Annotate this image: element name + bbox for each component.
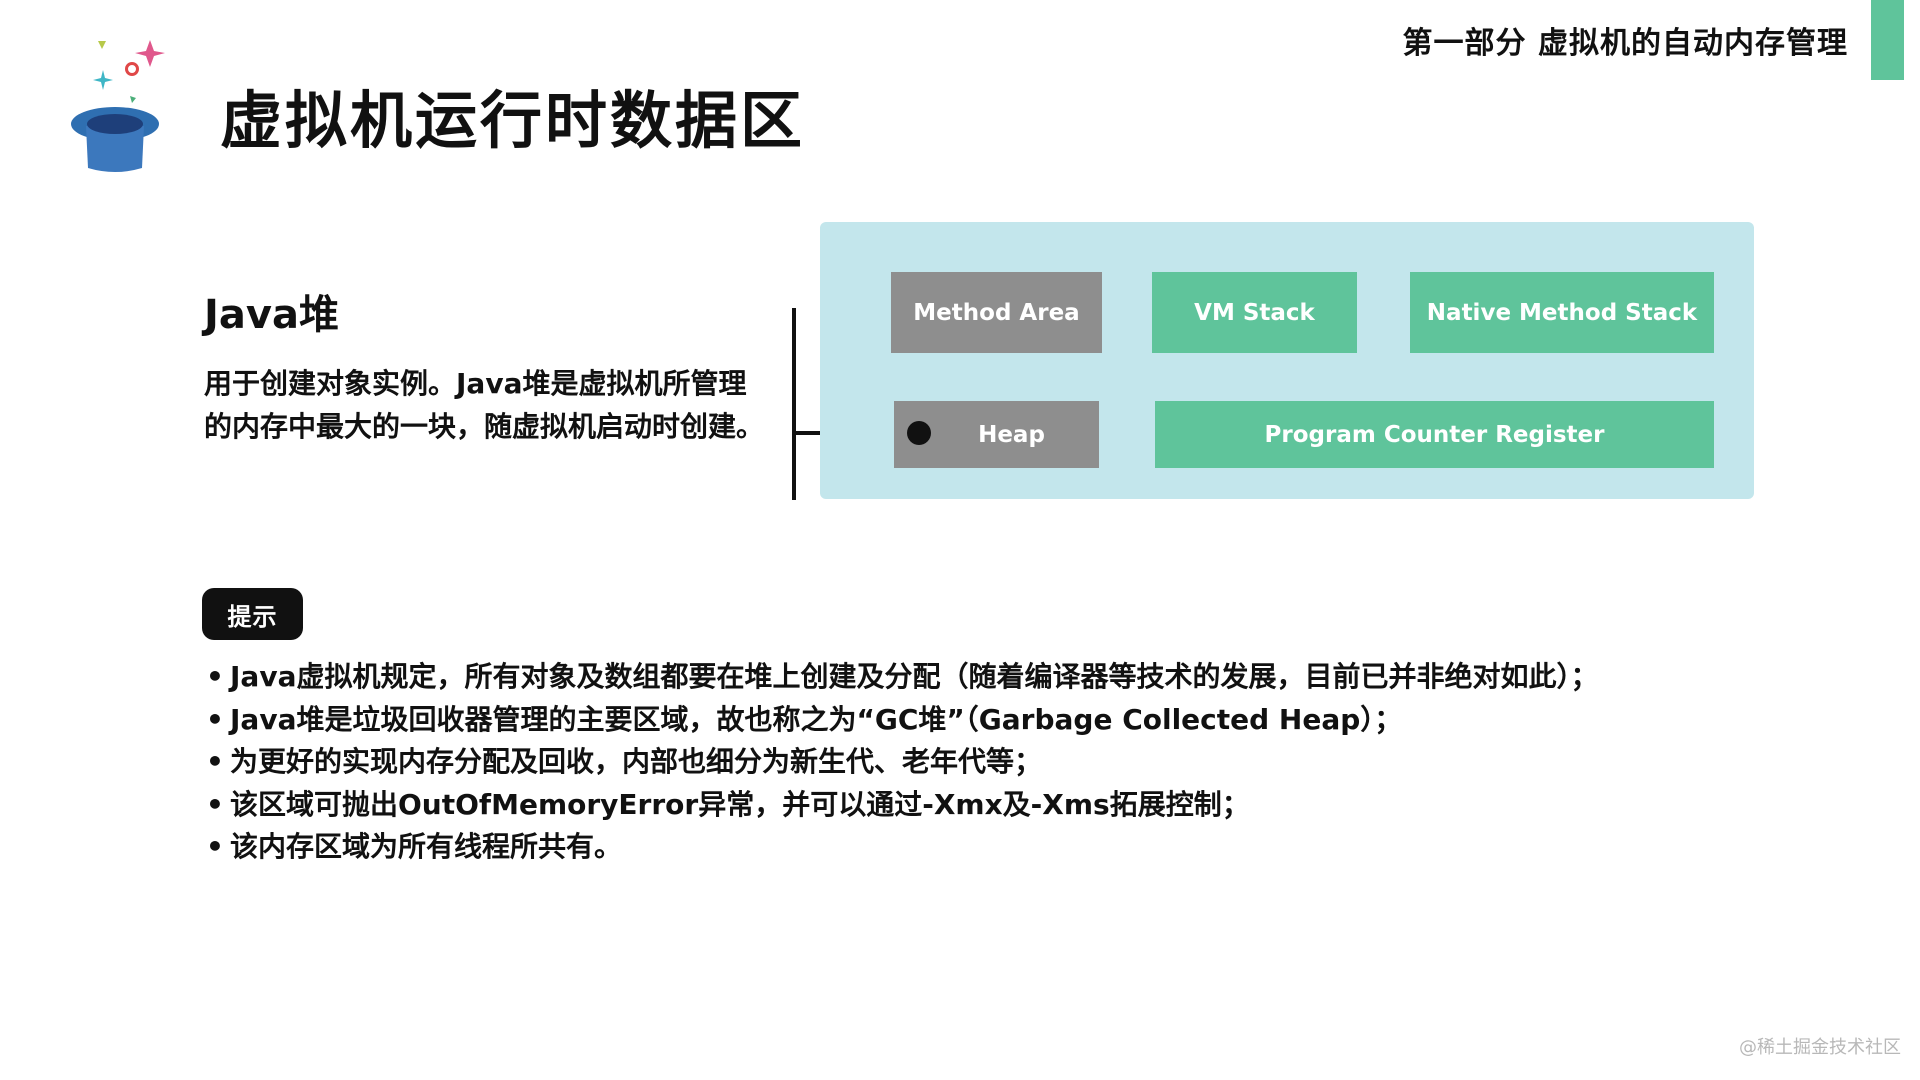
- bullet-marker: •: [206, 660, 224, 693]
- list-item: •Java堆是垃圾回收器管理的主要区域，故也称之为“GC堆”（Garbage C…: [206, 699, 1598, 742]
- list-item-text: 该区域可抛出OutOfMemoryError异常，并可以通过-Xmx及-Xms拓…: [230, 787, 1250, 821]
- list-item: •该区域可抛出OutOfMemoryError异常，并可以通过-Xmx及-Xms…: [206, 784, 1598, 827]
- runtime-data-area-diagram: Method Area VM Stack Native Method Stack…: [820, 222, 1754, 499]
- section-label: 第一部分 虚拟机的自动内存管理: [1402, 26, 1848, 61]
- list-item-text: 该内存区域为所有线程所共有。: [230, 830, 623, 863]
- list-item: •该内存区域为所有线程所共有。: [206, 826, 1598, 869]
- bullet-marker: •: [206, 830, 224, 863]
- description-text: 用于创建对象实例。Java堆是虚拟机所管理的内存中最大的一块，随虚拟机启动时创建…: [204, 367, 765, 443]
- list-item-text: Java虚拟机规定，所有对象及数组都要在堆上创建及分配（随着编译器等技术的发展，…: [230, 660, 1599, 693]
- list-item: •Java虚拟机规定，所有对象及数组都要在堆上创建及分配（随着编译器等技术的发展…: [206, 656, 1598, 699]
- method-area-block: Method Area: [891, 272, 1102, 353]
- hint-badge: 提示: [202, 588, 303, 640]
- hint-list: •Java虚拟机规定，所有对象及数组都要在堆上创建及分配（随着编译器等技术的发展…: [206, 656, 1598, 869]
- program-counter-register-block: Program Counter Register: [1155, 401, 1714, 468]
- vm-stack-block: VM Stack: [1152, 272, 1357, 353]
- list-item-text: 为更好的实现内存分配及回收，内部也细分为新生代、老年代等；: [230, 745, 1043, 778]
- page-title: 虚拟机运行时数据区: [220, 84, 806, 157]
- watermark: @稀土掘金技术社区: [1739, 1037, 1901, 1058]
- bullet-marker: •: [206, 787, 224, 821]
- bullet-marker: •: [206, 702, 224, 736]
- list-item-text: Java堆是垃圾回收器管理的主要区域，故也称之为“GC堆”（Garbage Co…: [230, 702, 1403, 736]
- section-accent-bar: [1871, 0, 1904, 80]
- connector-vertical-line: [792, 308, 796, 500]
- list-item: •为更好的实现内存分配及回收，内部也细分为新生代、老年代等；: [206, 741, 1598, 784]
- description-title: Java堆: [204, 292, 339, 338]
- bullet-marker: •: [206, 745, 224, 778]
- native-method-stack-block: Native Method Stack: [1410, 272, 1714, 353]
- magic-hat-icon: [70, 36, 180, 181]
- connector-dot: [907, 421, 931, 445]
